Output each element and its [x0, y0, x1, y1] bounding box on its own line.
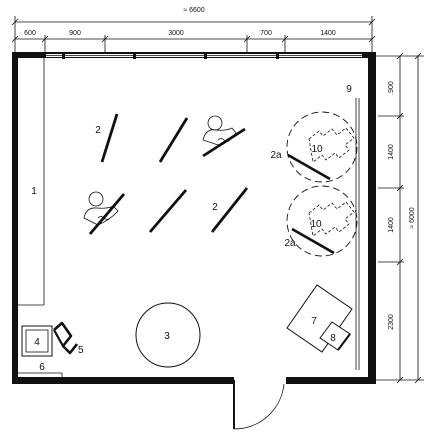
dim-right-900: .900 — [388, 81, 395, 95]
easel — [158, 117, 189, 163]
item-5-rack: 5 — [53, 321, 84, 356]
wall-left — [12, 52, 18, 384]
dim-top-600: 600 — [24, 30, 36, 37]
wall-bottom-right — [286, 377, 376, 384]
label-4: 4 — [34, 337, 40, 348]
label-2-right: 2 — [212, 202, 218, 213]
dim-top-total: ≈ 6600 — [183, 7, 204, 14]
wall-right — [368, 52, 376, 384]
item-1-wall-board: 1 — [18, 58, 45, 306]
easel — [100, 113, 119, 163]
item-4-sink: 4 — [21, 325, 53, 357]
item-3-round-table: 3 — [135, 302, 201, 368]
label-9: 9 — [346, 84, 352, 95]
person-at-easel-left — [83, 191, 126, 235]
easel — [148, 189, 188, 233]
label-6: 6 — [39, 362, 45, 373]
window-top — [46, 53, 362, 59]
dim-right-total: ≈ 6000 — [409, 207, 416, 228]
person-at-easel-top — [202, 115, 246, 158]
label-10-top: 10 — [311, 144, 323, 155]
label-7: 7 — [311, 316, 317, 327]
item-10-workstation-bottom: 10 2a — [284, 185, 358, 257]
dim-top-700: 700 — [260, 30, 272, 37]
label-10-bottom: 10 — [310, 219, 322, 230]
item-9-wall-rail: 9 — [346, 84, 360, 370]
item-2-easels: 2 2 — [95, 113, 249, 233]
label-3: 3 — [164, 331, 170, 342]
item-8-stool: 8 — [319, 321, 351, 351]
label-2a-top: 2a — [270, 150, 282, 161]
easel — [210, 187, 249, 233]
dim-top-3000: 3000 — [168, 30, 184, 37]
dim-right-2300: 2300 — [388, 314, 395, 330]
wall-bottom-left — [12, 377, 234, 384]
right-dimension-chain: .900 1400 1400 2300 ≈ 6000 — [372, 52, 424, 384]
label-5: 5 — [78, 345, 84, 356]
item-10-workstation-top: 10 2a — [270, 111, 358, 183]
top-dimension-chain: ≈ 6600 600 900 3000 700 1400 — [11, 7, 376, 56]
item-7-table: 7 — [286, 284, 353, 353]
dim-top-1400: 1400 — [320, 30, 336, 37]
door — [233, 380, 285, 430]
label-1: 1 — [31, 186, 37, 197]
label-2-left: 2 — [95, 125, 101, 136]
dim-right-1400-a: 1400 — [388, 144, 395, 160]
dim-top-900: 900 — [69, 30, 81, 37]
item-6-cabinet: 6 — [18, 362, 63, 377]
dim-right-1400-b: 1400 — [388, 217, 395, 233]
label-8: 8 — [330, 333, 336, 344]
label-2a-bottom: 2a — [284, 238, 296, 249]
